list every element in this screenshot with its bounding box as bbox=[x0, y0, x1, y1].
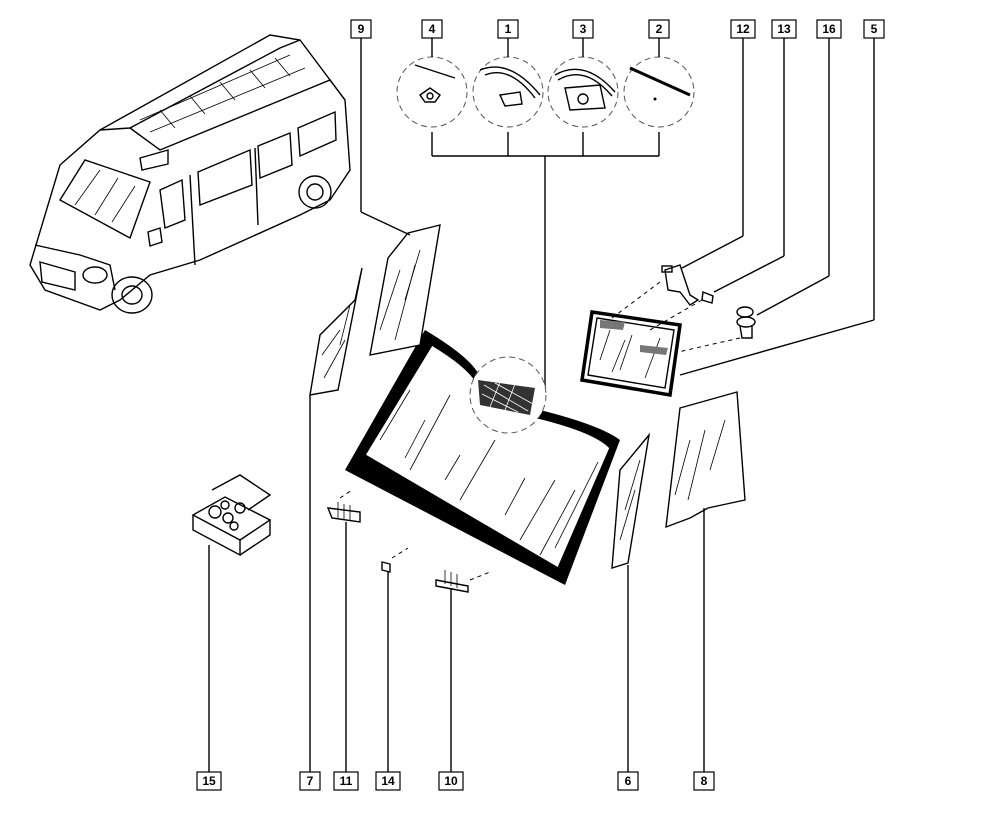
door-glass-8 bbox=[665, 391, 746, 529]
svg-text:13: 13 bbox=[777, 22, 791, 36]
moulding-part-11 bbox=[326, 489, 361, 523]
svg-text:2: 2 bbox=[656, 22, 663, 36]
clip-part-14 bbox=[381, 547, 409, 573]
part-label-15: 15 bbox=[196, 771, 222, 791]
svg-text:7: 7 bbox=[307, 774, 314, 788]
svg-text:1: 1 bbox=[505, 22, 512, 36]
rear-window-5 bbox=[580, 310, 682, 398]
svg-text:12: 12 bbox=[736, 22, 750, 36]
part-label-1: 1 bbox=[497, 19, 519, 39]
clip-part-13 bbox=[701, 291, 714, 304]
svg-text:14: 14 bbox=[381, 774, 395, 788]
callout-detail-4 bbox=[396, 56, 468, 128]
quarter-glass-7 bbox=[309, 267, 363, 396]
svg-text:9: 9 bbox=[358, 22, 365, 36]
part-label-3: 3 bbox=[572, 19, 594, 39]
svg-text:11: 11 bbox=[340, 774, 353, 788]
part-label-12: 12 bbox=[730, 19, 756, 39]
windscreen bbox=[345, 330, 620, 585]
part-label-9: 9 bbox=[350, 19, 372, 39]
svg-text:6: 6 bbox=[625, 774, 632, 788]
part-label-8: 8 bbox=[693, 771, 715, 791]
kit-box-15 bbox=[191, 474, 272, 557]
part-label-7: 7 bbox=[299, 771, 321, 791]
part-label-14: 14 bbox=[375, 771, 401, 791]
callout-detail-2 bbox=[623, 56, 695, 128]
svg-text:4: 4 bbox=[429, 22, 436, 36]
svg-text:8: 8 bbox=[701, 774, 708, 788]
callout-bracket bbox=[431, 132, 660, 395]
part-label-4: 4 bbox=[421, 19, 443, 39]
callout-detail-1 bbox=[472, 56, 544, 128]
fastener-part-16 bbox=[736, 306, 756, 339]
dashed-guides bbox=[611, 281, 741, 353]
svg-text:15: 15 bbox=[202, 774, 216, 788]
part-label-13: 13 bbox=[771, 19, 797, 39]
svg-text:3: 3 bbox=[580, 22, 587, 36]
quarter-glass-6 bbox=[611, 432, 651, 569]
bracket-part-12 bbox=[661, 264, 700, 306]
part-label-2: 2 bbox=[648, 19, 670, 39]
leader-lines bbox=[208, 38, 875, 772]
part-label-11: 11 bbox=[333, 771, 359, 791]
moulding-part-10 bbox=[435, 570, 491, 593]
part-label-6: 6 bbox=[617, 771, 639, 791]
callout-detail-3 bbox=[547, 56, 619, 128]
part-label-10: 10 bbox=[438, 771, 464, 791]
part-label-16: 16 bbox=[816, 19, 842, 39]
part-label-5: 5 bbox=[863, 19, 885, 39]
svg-text:10: 10 bbox=[444, 774, 458, 788]
door-glass-9 bbox=[369, 224, 441, 356]
van-illustration bbox=[29, 34, 351, 314]
svg-text:5: 5 bbox=[871, 22, 878, 36]
svg-text:16: 16 bbox=[822, 22, 836, 36]
